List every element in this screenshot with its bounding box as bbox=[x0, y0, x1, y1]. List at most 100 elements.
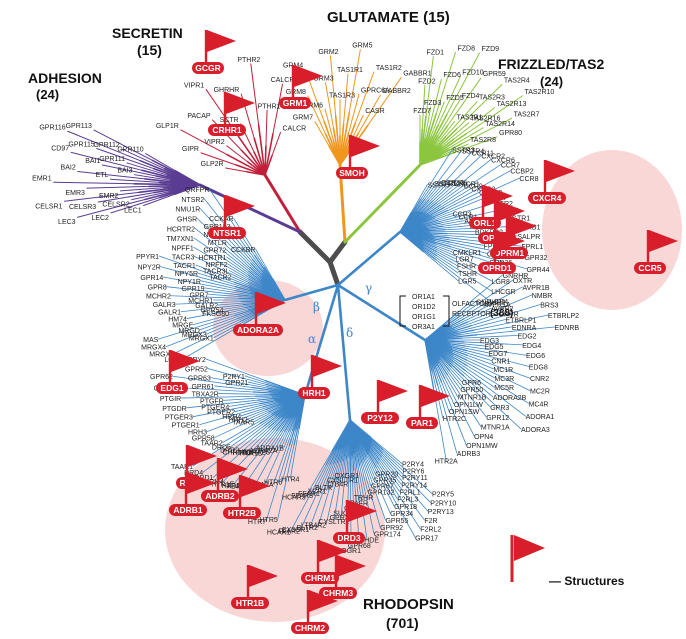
leaf-label: LGR8 bbox=[492, 279, 510, 286]
leaf-branch bbox=[299, 463, 331, 532]
leaf-branch bbox=[131, 191, 170, 201]
subfamily-branch bbox=[264, 133, 274, 176]
leaf-branch bbox=[450, 366, 491, 408]
leaf-branch bbox=[247, 404, 283, 420]
leaf-label: GPR63 bbox=[188, 376, 211, 383]
leaf-label: GPR44 bbox=[527, 267, 550, 274]
leaf-label: GPR116 bbox=[39, 124, 65, 131]
leaf-label: ETBRLP1 bbox=[505, 318, 536, 325]
leaf-label: GPR35 bbox=[373, 477, 396, 484]
leaf-branch bbox=[448, 341, 485, 347]
leaf-label: GIPR bbox=[182, 146, 199, 153]
leaf-label: TAAR2 bbox=[201, 441, 223, 448]
flag-icon bbox=[257, 292, 286, 314]
leaf-label: EDG7 bbox=[488, 351, 507, 358]
structure-tag-background bbox=[634, 262, 666, 274]
leaf-branch bbox=[460, 117, 513, 145]
leaf-label: CCR1 bbox=[459, 215, 478, 222]
leaf-label: F2R bbox=[424, 518, 437, 525]
family-frizzled-count: (24) bbox=[540, 74, 563, 89]
structure-tag-label: CHRM2 bbox=[295, 623, 325, 633]
leaf-label: MCHR1 bbox=[188, 298, 213, 305]
structure-flag-p2y12: P2Y12 bbox=[361, 380, 408, 424]
leaf-branch bbox=[218, 393, 271, 395]
structure-tag-background bbox=[208, 227, 246, 239]
leaf-branch bbox=[208, 293, 255, 299]
leaf-label: ADORA1 bbox=[526, 414, 555, 421]
leaf-branch bbox=[225, 167, 248, 173]
leaf-label: OPN1LW bbox=[454, 402, 483, 409]
subfamily-branch bbox=[237, 135, 266, 176]
leaf-branch bbox=[223, 303, 261, 310]
leaf-branch bbox=[290, 464, 327, 532]
leaf-branch bbox=[436, 251, 492, 282]
leaf-branch bbox=[348, 49, 361, 114]
family-glutamate-label: GLUTAMATE (15) bbox=[327, 9, 450, 26]
leaf-label: CHRM5 bbox=[222, 449, 247, 456]
leaf-label: GPR32 bbox=[524, 255, 547, 262]
leaf-label: GPR54 bbox=[201, 307, 224, 314]
subfamily-branch bbox=[253, 137, 266, 176]
leaf-label: CYSLTR2 bbox=[318, 519, 349, 526]
leaf-branch bbox=[109, 178, 161, 183]
leaf-label: EDG4 bbox=[522, 343, 541, 350]
leaf-label: CNR2 bbox=[530, 376, 549, 383]
leaf-branch bbox=[463, 286, 523, 320]
structure-flag-adora2a: ADORA2A bbox=[233, 292, 286, 336]
flag-icon bbox=[226, 92, 255, 114]
structure-tag-label: OPRM1 bbox=[494, 248, 525, 258]
leaf-label: CASR bbox=[365, 108, 384, 115]
structure-flag-grm1: GRM1 bbox=[279, 65, 323, 109]
structure-tag-background bbox=[279, 97, 311, 109]
leaf-label: GALR2 bbox=[195, 303, 218, 310]
flag-icon bbox=[219, 458, 248, 480]
olfactory-member: OR1A1 bbox=[412, 294, 435, 301]
leaf-branch bbox=[289, 427, 300, 479]
structure-tag-label: DRD3 bbox=[337, 533, 360, 543]
leaf-label: F2RL3 bbox=[397, 497, 418, 504]
olfactory-label: OLFACTORY bbox=[452, 301, 494, 308]
leaf-label: P2RY11 bbox=[402, 475, 428, 482]
leaf-branch bbox=[444, 377, 475, 437]
leaf-label: MCHR2 bbox=[146, 294, 171, 301]
olfactory-member: OR1D2 bbox=[412, 304, 435, 311]
leaf-label: GPR113 bbox=[66, 123, 92, 130]
leaf-label: GABBR1 bbox=[403, 71, 432, 78]
family-secretin-label: SECRETIN bbox=[112, 25, 183, 41]
leaf-branch bbox=[337, 444, 346, 484]
leaf-label: MRGX2 bbox=[149, 351, 174, 358]
leaf-label: SSTR4 bbox=[462, 149, 485, 156]
leaf-label: CELSR3 bbox=[69, 204, 96, 211]
family-rhodopsin-label: RHODOPSIN bbox=[363, 596, 454, 613]
flag-icon bbox=[187, 472, 216, 494]
leaf-label: GPR3 bbox=[490, 405, 509, 412]
leaf-label: EMR2 bbox=[99, 193, 119, 200]
structure-flag-chrm3: CHRM3 bbox=[319, 555, 366, 599]
leaf-branch bbox=[463, 375, 522, 430]
structure-flag-adrb2: ADRB2 bbox=[201, 458, 248, 502]
leaf-label: PTGER4 bbox=[201, 404, 229, 411]
leaf-branch bbox=[351, 454, 355, 509]
leaf-branch bbox=[436, 365, 455, 405]
leaf-label: XCR1 bbox=[308, 488, 327, 495]
leaf-label: HTR7 bbox=[248, 519, 266, 526]
leaf-branch bbox=[101, 164, 157, 177]
leaf-label: TRHDE bbox=[355, 537, 379, 544]
leaf-label: CCR3 bbox=[453, 211, 472, 218]
subfamily-branch bbox=[272, 278, 286, 301]
leaf-branch bbox=[121, 148, 166, 170]
leaf-branch bbox=[459, 326, 513, 336]
leaf-label: GRM2 bbox=[318, 49, 338, 56]
leaf-branch bbox=[465, 345, 527, 356]
leaf-label: GPR34 bbox=[390, 511, 413, 518]
leaf-label: P2RY4 bbox=[402, 462, 424, 469]
leaf-label: EDNRB bbox=[555, 325, 580, 332]
leaf-branch bbox=[253, 405, 286, 423]
leaf-branch bbox=[443, 170, 511, 208]
leaf-label: CALCRL bbox=[271, 77, 299, 84]
structure-tag-background bbox=[301, 572, 339, 584]
leaf-branch bbox=[448, 303, 484, 327]
leaf-label: CMKLR1 bbox=[453, 250, 482, 257]
leaf-branch bbox=[422, 251, 459, 282]
leaf-branch bbox=[435, 120, 456, 146]
